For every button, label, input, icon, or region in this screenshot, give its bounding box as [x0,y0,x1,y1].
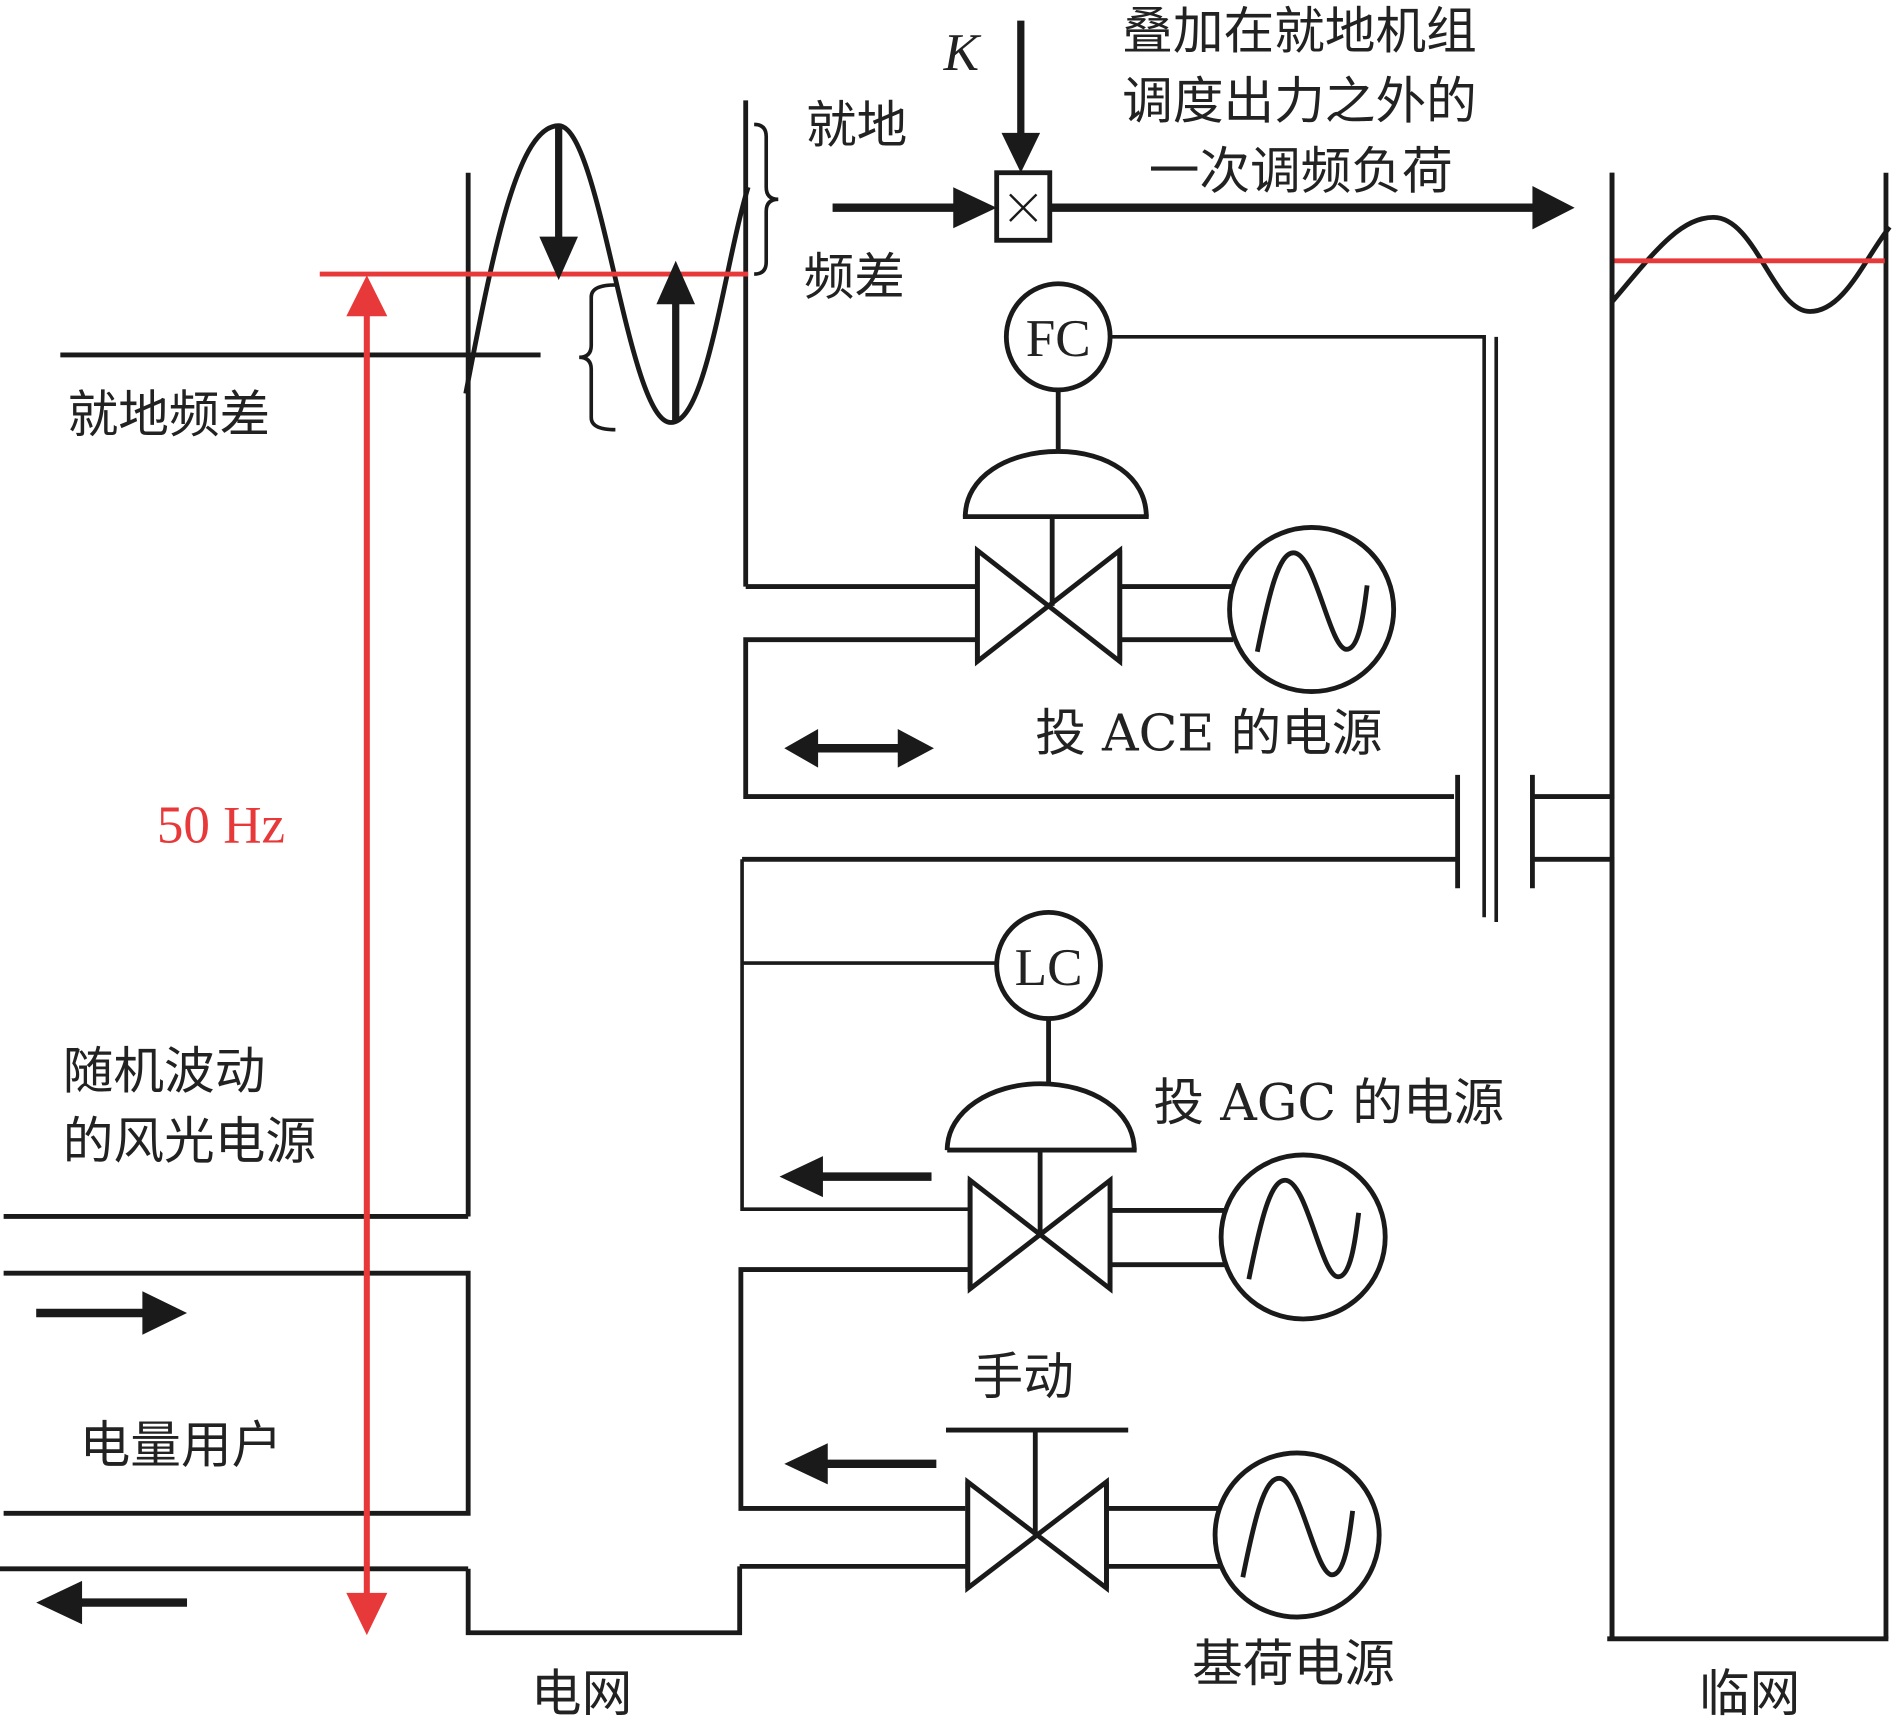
left-pipes [0,1214,471,1572]
label-consumers: 电量用户 [80,1416,283,1475]
label-grid: 电网 [531,1664,632,1721]
manual-handle [946,1427,1129,1536]
neighbor-grid-wave [1610,214,1892,314]
arrow-right-icon [36,1291,188,1335]
label-base-load: 基荷电源 [1192,1634,1395,1693]
lc-controller [994,909,1103,1084]
multiplier-block [994,170,1053,243]
label-local-top: 就地 [806,96,907,155]
neighbor-grid-tank [1607,172,1892,1642]
arrow-left-icon [36,1580,188,1625]
label-agc-source: 投 AGC 的电源 [1154,1073,1505,1132]
diaphragm-actuator-icon [962,449,1149,606]
label-renewable-1: 随机波动 [63,1042,266,1101]
label-superposed-3: 一次调频负荷 [1149,141,1453,200]
generator-sine-icon [1218,1152,1388,1322]
arrow-down-icon [539,125,578,281]
fc-controller [1003,281,1486,918]
grid-tank [465,100,749,1636]
label-ace-source: 投 ACE 的电源 [1035,704,1382,763]
label-fc: FC [1026,310,1091,368]
gain-arrow [1001,20,1041,173]
butterfly-valve-icon [965,1477,1109,1593]
output-arrow [1049,185,1575,230]
label-superposed-2: 调度出力之外的 [1122,71,1477,130]
arrow-left-icon [784,1443,937,1485]
label-neighbor-grid: 临网 [1699,1664,1800,1721]
butterfly-valve-icon [974,545,1123,667]
grid-frequency-wave [463,123,751,425]
double-arrow-icon [784,728,934,768]
label-manual: 手动 [973,1347,1074,1406]
arrow-up-icon [656,260,696,423]
tie-line-icon [742,172,1615,1639]
arrow-left-icon [779,1156,932,1198]
label-local-freq-diff: 就地频差 [68,385,271,444]
label-superposed-1: 叠加在就地机组 [1122,1,1477,60]
label-renewable-2: 的风光电源 [63,1112,316,1171]
label-local-bottom: 频差 [804,248,905,307]
diaphragm-actuator-icon [944,1081,1137,1234]
arrow-to-multiplier [832,187,997,229]
label-gain-k: K [943,24,982,82]
generator-sine-icon [1212,1450,1382,1620]
label-50hz: 50 Hz [157,796,285,854]
brace-upper [754,122,779,276]
label-lc: LC [1015,939,1083,997]
brace-lower [579,283,616,432]
frequency-50hz-arrow [346,275,388,1636]
generator-sine-icon [1227,525,1397,694]
